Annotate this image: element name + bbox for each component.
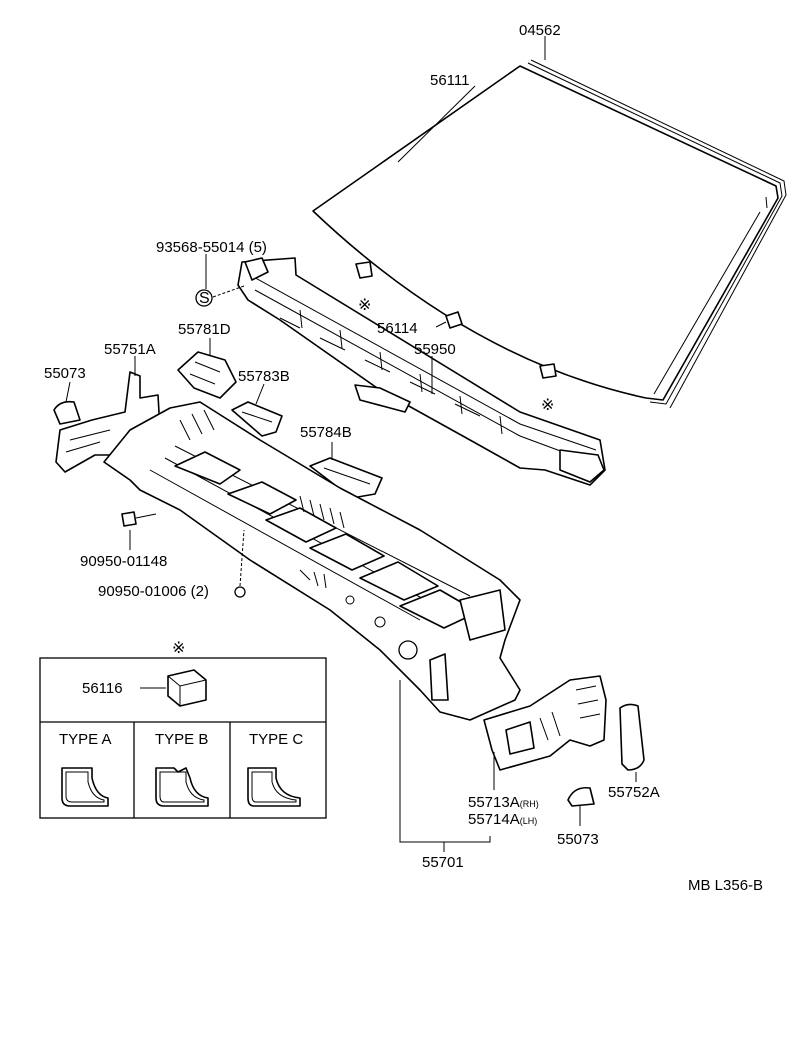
asterisk-inset: ※ — [172, 640, 185, 657]
label-55713a-suffix: (RH) — [520, 799, 539, 809]
cowl-body-55701 — [103, 401, 521, 721]
label-56114: 56114 — [377, 320, 418, 337]
figure-code: MB L356-B — [688, 877, 763, 894]
label-56111: 56111 — [430, 72, 470, 89]
s-clip-icon — [195, 289, 213, 307]
bolt-90950-01148 — [121, 511, 157, 527]
label-55751a: 55751A — [104, 341, 156, 358]
label-55784b: 55784B — [300, 424, 352, 441]
label-55714a: 55714A(LH) — [468, 811, 537, 828]
pad-55783b — [231, 401, 283, 437]
label-56116: 56116 — [82, 680, 123, 697]
leader-55701-bracket — [399, 680, 491, 843]
label-55073-right: 55073 — [557, 831, 599, 848]
leader-56111 — [397, 85, 476, 163]
label-90950-01006: 90950-01006 (2) — [98, 583, 209, 600]
label-type-c: TYPE C — [249, 731, 303, 748]
label-55714a-suffix: (LH) — [520, 816, 538, 826]
bracket-55713a — [483, 675, 607, 771]
label-55950: 55950 — [414, 341, 456, 358]
glass-clip-2 — [539, 363, 557, 379]
label-04562: 04562 — [519, 22, 561, 39]
label-90950-01148: 90950-01148 — [80, 553, 167, 570]
windshield-glass — [312, 59, 787, 409]
asterisk-glass-clip-1: ※ — [358, 297, 371, 314]
label-55073-left: 55073 — [44, 365, 86, 382]
label-55713a: 55713A(RH) — [468, 794, 539, 811]
label-55713a-code: 55713A — [468, 794, 520, 811]
clip-55073-right — [567, 786, 595, 807]
leader-55783b — [255, 383, 265, 405]
bolt-90950-01006 — [234, 529, 246, 598]
label-55781d: 55781D — [178, 321, 231, 338]
label-type-a: TYPE A — [59, 731, 112, 748]
label-55752a: 55752A — [608, 784, 660, 801]
leader-55073-left — [65, 381, 71, 403]
inset-box — [39, 657, 327, 819]
label-55783b: 55783B — [238, 368, 290, 385]
label-type-b: TYPE B — [155, 731, 208, 748]
glass-clip-1 — [355, 261, 373, 279]
label-55701: 55701 — [422, 854, 464, 871]
clip-56114 — [435, 311, 463, 329]
s-clip-letter: S — [199, 290, 210, 307]
bracket-55751a — [55, 371, 161, 473]
seal-55752a — [619, 703, 645, 771]
leader-93568-dash — [212, 285, 245, 298]
label-55714a-code: 55714A — [468, 811, 520, 828]
asterisk-glass-clip-2: ※ — [541, 397, 554, 414]
label-93568-55014: 93568-55014 (5) — [156, 239, 267, 256]
bracket-55781d — [177, 351, 237, 399]
cowl-panel — [237, 257, 606, 486]
clip-55073-left — [53, 400, 81, 425]
